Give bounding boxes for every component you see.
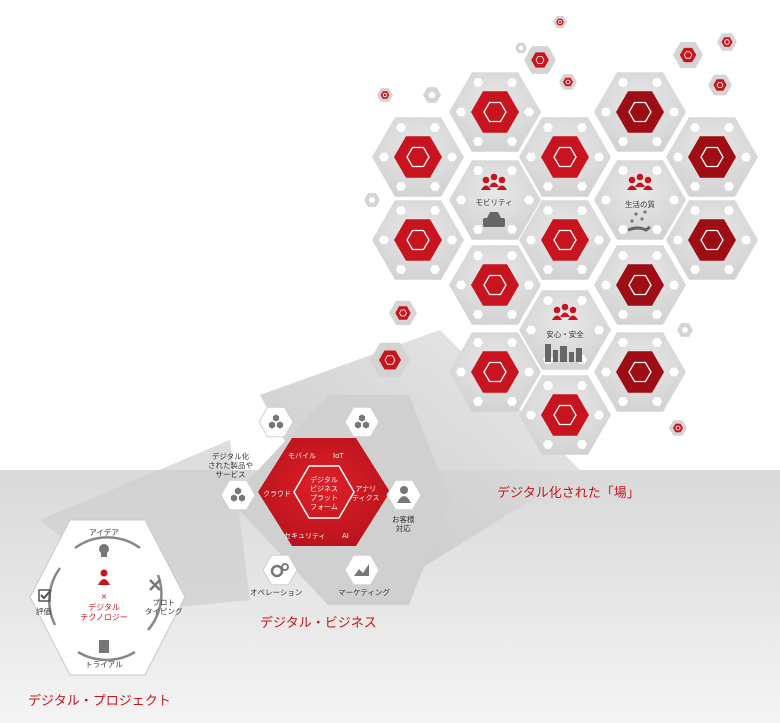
platform-line-2: ビジネス [310, 485, 338, 493]
satellite-hex-7 [423, 87, 441, 103]
chart-icon [344, 554, 380, 586]
field-cell-2 [372, 117, 464, 197]
label-analytics: アナリ ティクス [352, 485, 380, 502]
buildings-icon [545, 344, 582, 362]
person-icon [98, 569, 110, 585]
center-technology: テクノロジー [80, 613, 128, 622]
hand-sparkle-icon [627, 210, 651, 232]
satellite-hex-12 [669, 420, 687, 436]
people-icon [481, 173, 507, 190]
label-iot: IoT [333, 452, 344, 460]
field-cell-12 [519, 375, 611, 455]
satellite-hex-9 [389, 300, 417, 326]
field-cell-7 [666, 200, 758, 280]
label-marketing: マーケティング [338, 588, 390, 597]
label-mobile: モバイル [288, 452, 316, 460]
center-multiply: × [100, 592, 108, 601]
platform-hex [293, 465, 355, 519]
step-prototyping: プロト タイピング [145, 598, 183, 616]
platform-line-4: フォーム [310, 503, 338, 511]
center-digital: デジタル [88, 603, 120, 612]
satellite-hex-10 [370, 342, 410, 378]
satellite-hex-13 [515, 42, 527, 54]
step-trial: トライアル [85, 660, 123, 669]
field-cell-1 [594, 72, 686, 152]
gears-icon [262, 554, 298, 586]
label-security: セキュリティ [284, 532, 326, 540]
label-mobility: モビリティ [475, 198, 513, 207]
business-title: デジタル・ビジネス [260, 616, 377, 631]
label-ai: AI [342, 532, 349, 540]
field-cell-14 [594, 160, 686, 240]
cubes-icon [344, 406, 380, 438]
tools-icon [149, 579, 161, 591]
field-cell-3 [519, 117, 611, 197]
satellite-hex-1 [673, 42, 703, 68]
project-icons [38, 544, 161, 653]
cubes-icon [258, 406, 294, 438]
field-cell-8 [449, 245, 541, 325]
field-cell-6 [519, 200, 611, 280]
people-icon [627, 173, 653, 190]
satellite-hex-6 [377, 88, 393, 102]
platform-line-1: デジタル [310, 476, 338, 484]
field-hex-grid [364, 15, 758, 455]
business-hexagon [230, 395, 450, 605]
label-customer-service: お客様 対応 [392, 515, 415, 533]
satellite-hex-5 [559, 74, 577, 90]
satellite-hex-8 [364, 193, 380, 207]
person-icon [386, 479, 422, 511]
field-cell-15 [519, 290, 611, 370]
step-idea: アイデア [89, 528, 119, 537]
satellite-hex-2 [708, 74, 732, 96]
field-cell-13 [449, 160, 541, 240]
people-icon [552, 303, 578, 320]
label-quality-of-life: 生活の質 [625, 200, 655, 209]
field-cell-11 [594, 332, 686, 412]
business-inner-hex [258, 438, 390, 546]
checklist-icon [38, 589, 52, 602]
label-digital-products: デジタル化 された製品や サービス [208, 452, 253, 479]
satellite-hex-11 [677, 323, 693, 337]
field-cell-0 [449, 72, 541, 152]
car-icon [483, 212, 505, 227]
lightbulb-icon [99, 544, 109, 557]
field-cell-9 [594, 245, 686, 325]
field-cell-5 [372, 200, 464, 280]
label-operations: オペレーション [250, 588, 303, 597]
field-cell-10 [449, 332, 541, 412]
satellite-hex-4 [553, 15, 567, 29]
business-icon-hexes [220, 406, 422, 586]
project-title: デジタル・プロジェクト [28, 694, 171, 709]
cubes-icon [220, 479, 256, 511]
label-cloud: クラウド [263, 490, 291, 498]
satellite-hex-0 [524, 46, 556, 74]
field-title: デジタル化された「場」 [497, 486, 640, 501]
clipboard-icon [99, 640, 109, 653]
satellite-hex-3 [717, 33, 737, 51]
platform-line-3: プラット [310, 494, 338, 502]
project-hexagon [29, 519, 186, 676]
label-safety: 安心・安全 [546, 330, 584, 339]
field-cell-4 [666, 117, 758, 197]
step-evaluation: 評価 [36, 607, 51, 616]
